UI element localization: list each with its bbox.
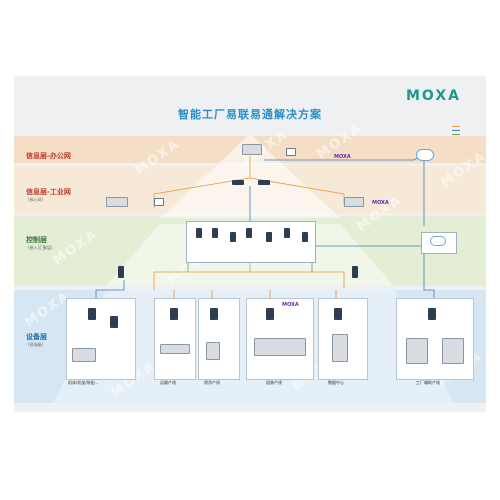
office-pc-icon xyxy=(286,148,296,156)
paint-robot xyxy=(206,342,220,360)
industrial-server xyxy=(106,197,128,207)
auxiliary-equipment xyxy=(406,338,428,364)
field-switch xyxy=(110,316,118,328)
zone-machining xyxy=(66,298,136,380)
layer-label-industrial: 信息层-工业网 xyxy=(26,188,71,196)
field-switch xyxy=(334,308,342,320)
layer-label-office: 信息层-办公网 xyxy=(26,152,71,160)
zone-label-transport: 运输产线 xyxy=(160,380,176,385)
brand-logo: MOXA xyxy=(406,88,461,104)
zone-label-data-center: 数据中心 xyxy=(328,380,344,385)
layer-label-device: 设备层 xyxy=(26,333,47,341)
legend-row xyxy=(452,124,460,128)
zone-label-machining: 机床/机加/装配... xyxy=(68,380,99,385)
aggregation-switch xyxy=(266,232,272,242)
layer-label-control: 控制层 xyxy=(26,236,47,244)
aggregation-switch xyxy=(230,232,236,242)
layer-sublabel-control: (接入/汇聚层) xyxy=(28,245,53,250)
cloud-icon xyxy=(430,236,446,246)
field-switch xyxy=(428,308,436,320)
page-title: 智能工厂易联易通解决方案 xyxy=(178,108,322,121)
legend-swatch-green xyxy=(452,133,460,135)
auxiliary-equipment xyxy=(442,338,464,364)
layer-sublabel-industrial: (核心网) xyxy=(28,197,44,202)
zone-label-painting: 喷涂产线 xyxy=(204,380,220,385)
legend-swatch-blue xyxy=(452,129,460,131)
aggregation-switch xyxy=(284,228,290,238)
assembly-station xyxy=(254,338,306,356)
core-switch xyxy=(232,180,244,185)
field-switch xyxy=(170,308,178,320)
control-switch xyxy=(118,266,124,278)
machine-tool xyxy=(72,348,96,362)
field-switch xyxy=(88,308,96,320)
legend-swatch-orange xyxy=(452,125,460,127)
industrial-server xyxy=(344,197,364,207)
management-software-badge: MOXA xyxy=(334,154,351,160)
server-rack xyxy=(332,334,348,362)
office-server xyxy=(242,144,262,155)
field-switch xyxy=(266,308,274,320)
legend xyxy=(452,124,460,136)
layer-sublabel-device: (现场级) xyxy=(28,342,44,347)
management-software-badge: MOXA xyxy=(372,200,389,206)
legend-row xyxy=(452,132,460,136)
zone-label-assembly: 组装产线 xyxy=(266,380,282,385)
core-switch xyxy=(258,180,270,185)
cloud-icon xyxy=(416,149,434,161)
industrial-pc-icon xyxy=(154,198,164,206)
field-switch xyxy=(210,308,218,320)
conveyor xyxy=(160,344,190,354)
aggregation-switch xyxy=(302,232,308,242)
aggregation-switch xyxy=(212,228,218,238)
control-switch xyxy=(352,266,358,278)
zone-label-auxiliary: 工厂辅助产线 xyxy=(416,380,440,385)
aggregation-switch xyxy=(246,228,252,238)
legend-row xyxy=(452,128,460,132)
solution-poster: 智能工厂易联易通解决方案 MOXA MOXA MOXA MOXA MOXA MO… xyxy=(14,76,486,412)
aggregation-switch xyxy=(196,228,202,238)
management-software-badge: MOXA xyxy=(282,302,299,308)
zone-painting xyxy=(198,298,240,380)
